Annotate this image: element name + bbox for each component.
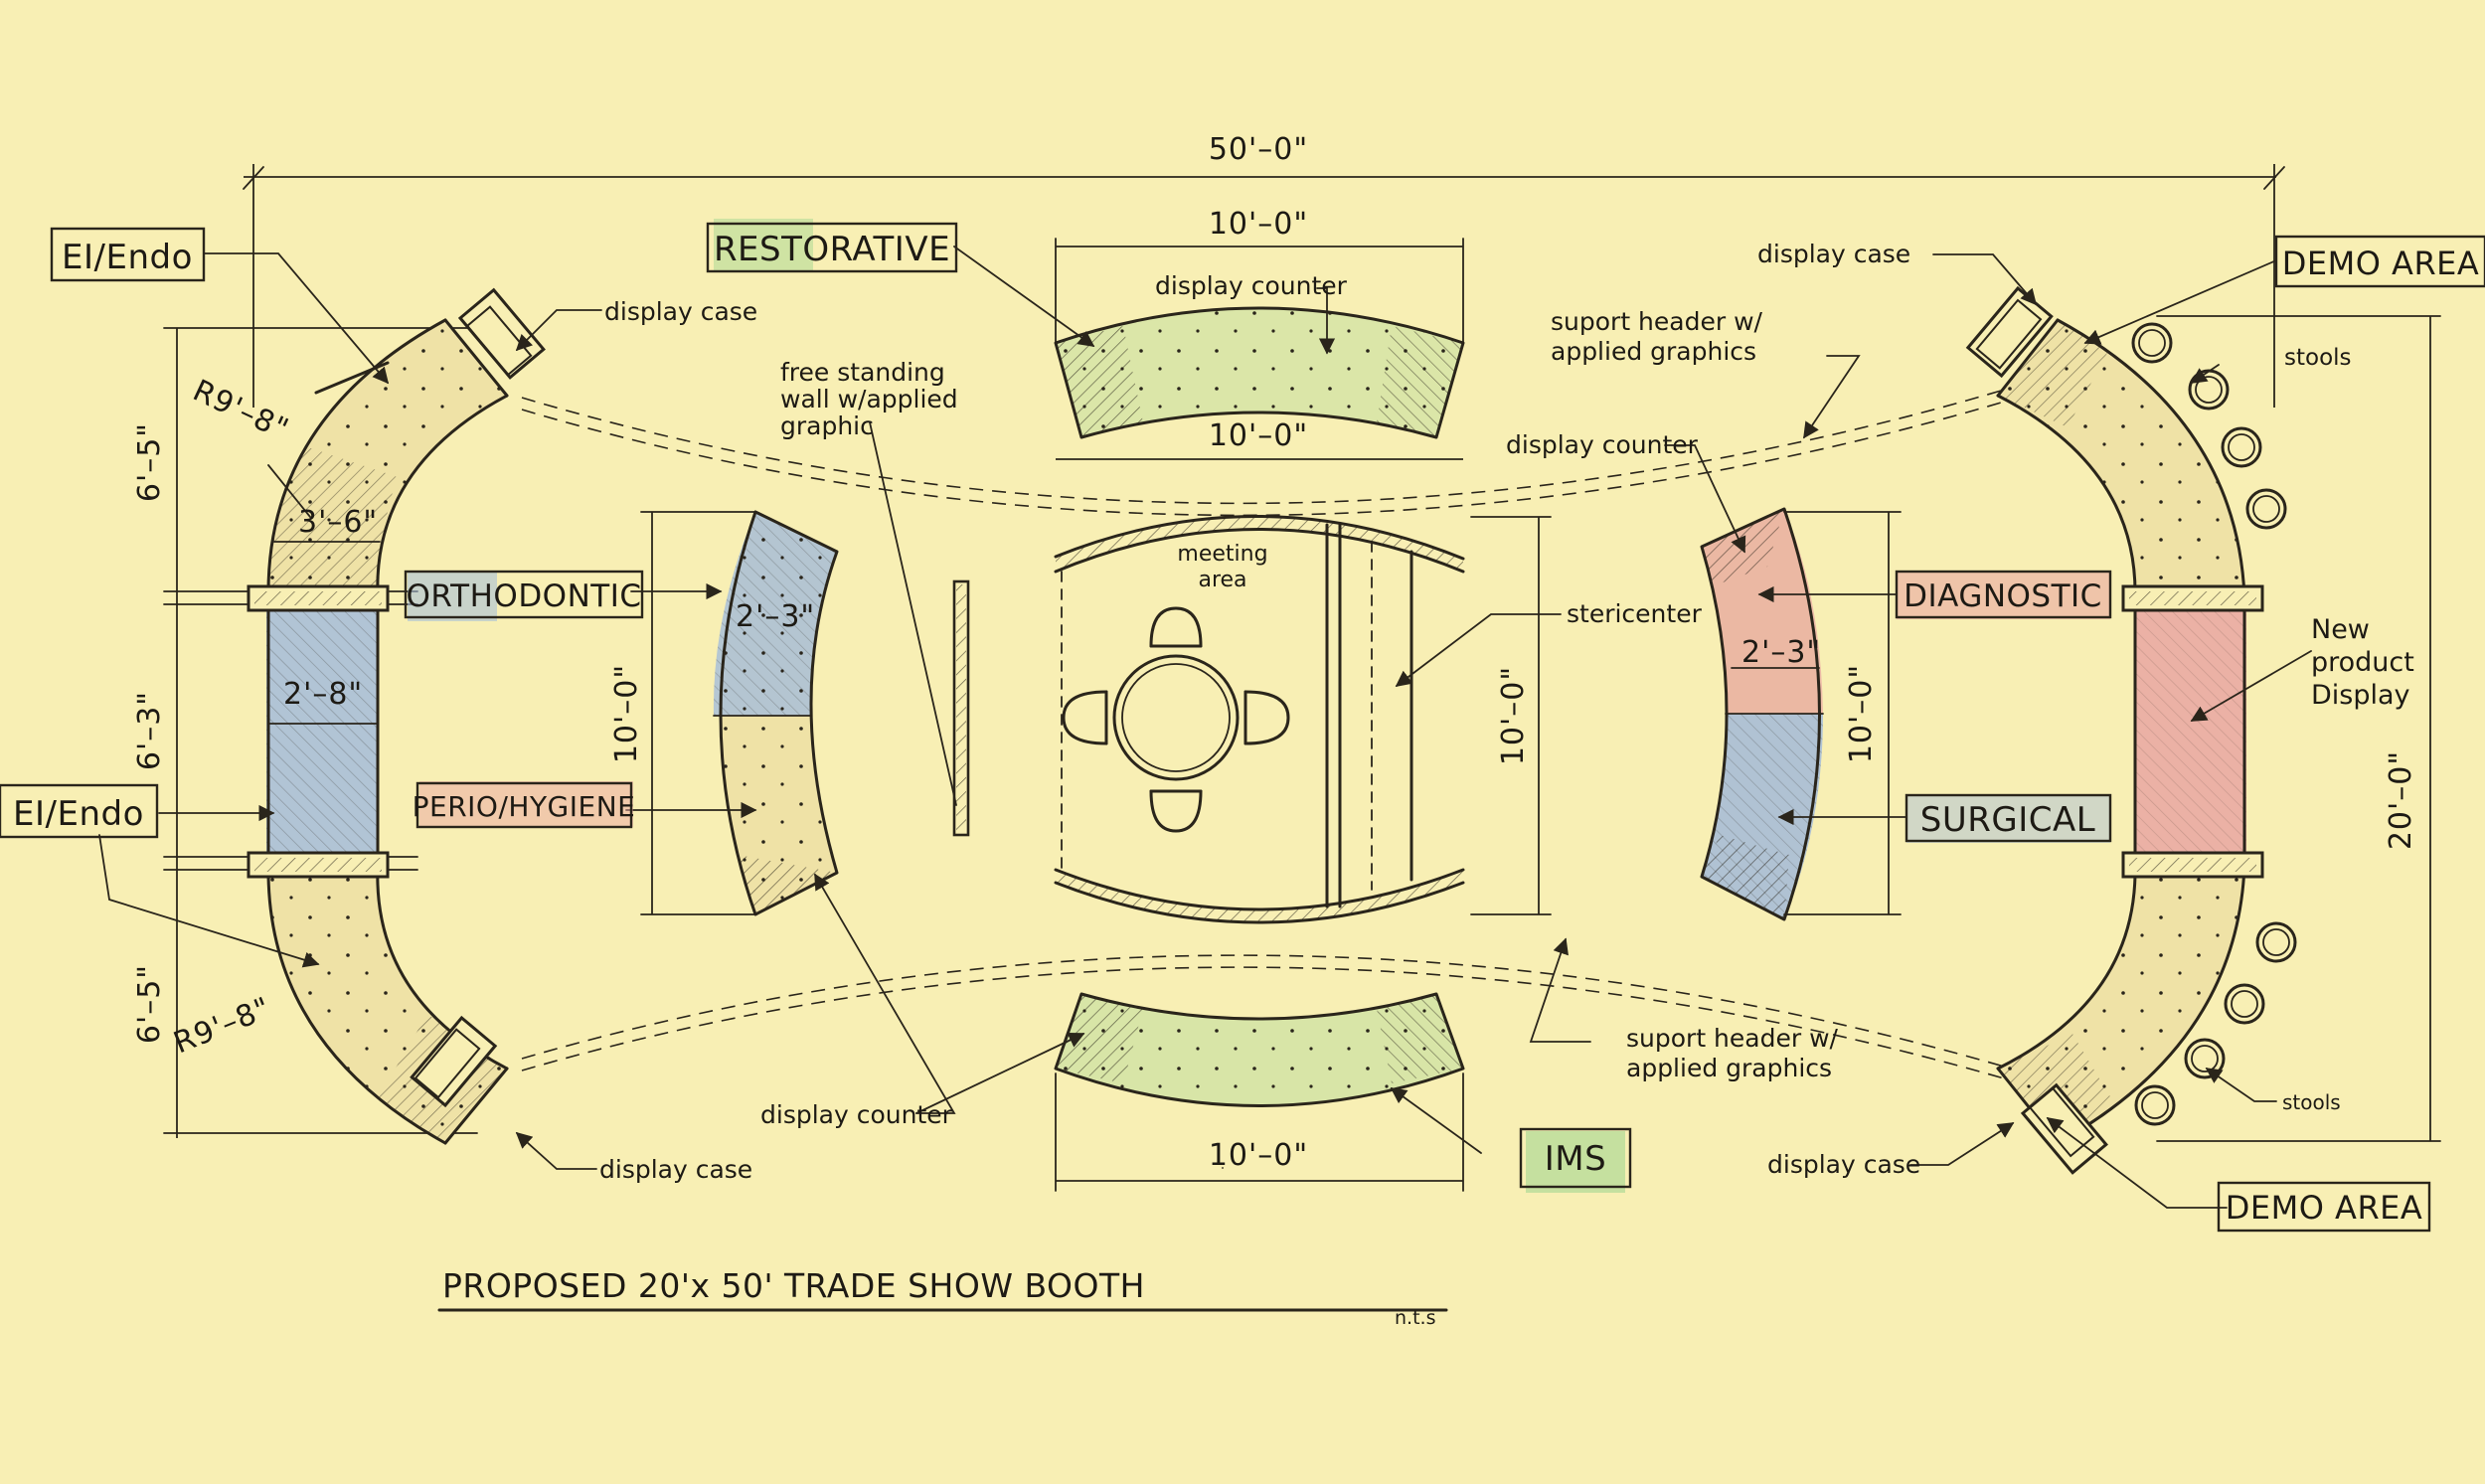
note-display-counter-bottom: display counter — [760, 1100, 953, 1129]
svg-text:EI/Endo: EI/Endo — [62, 238, 193, 277]
label-orthodontic: ORTHODONTIC — [404, 570, 644, 621]
label-restorative: RESTORATIVE — [706, 219, 958, 273]
svg-text:EI/Endo: EI/Endo — [13, 794, 144, 834]
note-display-counter-top: display counter — [1155, 271, 1348, 300]
stools-bottom — [2134, 921, 2297, 1126]
note-display-case-tr: display case — [1757, 240, 1910, 268]
top-display-counter — [1054, 238, 1465, 460]
svg-text:DEMO AREA: DEMO AREA — [2226, 1189, 2423, 1227]
note-meeting-1: meeting — [1177, 542, 1267, 567]
label-ei-endo-top: EI/Endo — [50, 227, 206, 282]
note-new-product-1: New — [2311, 614, 2370, 645]
note-display-counter-right: display counter — [1506, 430, 1699, 459]
left-mid-segment-dim: 6'–3" — [132, 691, 167, 770]
arc-width-a-dim: 3'–6" — [298, 505, 378, 540]
meeting-area — [1054, 515, 1552, 924]
note-free-standing-1: free standing — [780, 358, 945, 387]
left-bottom-segment-dim: 6'–5" — [132, 964, 167, 1044]
label-perio-hygiene: PERIO/HYGIENE — [413, 781, 636, 829]
note-stools-top: stools — [2284, 345, 2352, 371]
note-display-case-br: display case — [1767, 1150, 1920, 1179]
right-curve-depth-dim: 10'–0" — [1844, 664, 1879, 763]
bottom-display-counter — [1054, 992, 1465, 1192]
counter-depth-left-dim: 2'–3" — [736, 599, 815, 634]
svg-text:ORTHODONTIC: ORTHODONTIC — [406, 578, 641, 614]
svg-text:PERIO/HYGIENE: PERIO/HYGIENE — [413, 790, 636, 823]
note-support-bottom-1: suport header w/ — [1626, 1024, 1839, 1053]
note-free-standing-3: graphic — [780, 412, 874, 440]
label-demo-area-bottom: DEMO AREA — [2217, 1181, 2431, 1233]
note-display-case-tl: display case — [604, 297, 757, 326]
top-counter-inner-dim: 10'–0" — [1209, 418, 1308, 453]
svg-text:SURGICAL: SURGICAL — [1920, 800, 2095, 840]
sheet-title: PROPOSED 20'x 50' TRADE SHOW BOOTH — [442, 1266, 1145, 1305]
svg-text:DIAGNOSTIC: DIAGNOSTIC — [1904, 578, 2102, 614]
support-header-bottom — [521, 954, 2029, 1086]
svg-text:IMS: IMS — [1545, 1139, 1606, 1179]
note-new-product-3: Display — [2311, 680, 2410, 711]
bottom-counter-width-dim: 10'–0" — [1209, 1138, 1308, 1173]
label-diagnostic: DIAGNOSTIC — [1895, 570, 2112, 619]
note-free-standing-2: wall w/applied — [780, 385, 958, 413]
display-case-bottom-right — [2020, 1082, 2108, 1175]
note-support-bottom-2: applied graphics — [1626, 1054, 1832, 1082]
left-connector-bottom — [247, 851, 390, 879]
overall-depth-dim: 20'–0" — [2384, 750, 2418, 850]
counter-depth-right-dim: 2'–3" — [1741, 635, 1821, 670]
leader-lines — [98, 246, 2312, 1209]
radius-bottom-dim: R9'–8" — [169, 991, 276, 1062]
label-demo-area-top: DEMO AREA — [2274, 235, 2485, 288]
arc-width-b-dim: 2'–8" — [283, 677, 363, 712]
left-curved-wall — [266, 318, 509, 1145]
left-curve-depth-dim: 10'–0" — [609, 664, 644, 763]
label-surgical: SURGICAL — [1905, 793, 2112, 843]
left-top-segment-dim: 6'–5" — [132, 422, 167, 502]
left-connector-top — [247, 584, 390, 612]
note-stericenter: stericenter — [1567, 599, 1703, 628]
display-case-bottom-left — [410, 1015, 498, 1108]
right-curved-wall — [1996, 318, 2246, 1145]
note-support-top-2: applied graphics — [1551, 337, 1756, 366]
note-support-top-1: suport header w/ — [1551, 307, 1763, 336]
top-counter-width-dim: 10'–0" — [1209, 207, 1308, 242]
radius-top-dim: R9'–8" — [188, 374, 294, 448]
meeting-depth-dim: 10'–0" — [1496, 666, 1531, 765]
note-display-case-bl: display case — [599, 1155, 752, 1184]
scale-note: n.t.s — [1395, 1307, 1435, 1329]
svg-text:DEMO AREA: DEMO AREA — [2282, 245, 2480, 282]
display-case-top-left — [457, 287, 546, 380]
right-connector-top — [2121, 584, 2264, 612]
label-ei-endo-mid: EI/Endo — [0, 783, 159, 839]
note-meeting-2: area — [1198, 568, 1246, 592]
svg-text:RESTORATIVE: RESTORATIVE — [714, 230, 950, 269]
overall-width-dim: 50'–0" — [1209, 132, 1308, 167]
note-stools-bottom: stools — [2282, 1090, 2341, 1114]
left-inner-counter — [640, 510, 839, 916]
right-connector-bottom — [2121, 851, 2264, 879]
label-ims: IMS — [1519, 1127, 1632, 1193]
free-standing-wall — [952, 579, 970, 837]
note-new-product-2: product — [2311, 647, 2414, 678]
